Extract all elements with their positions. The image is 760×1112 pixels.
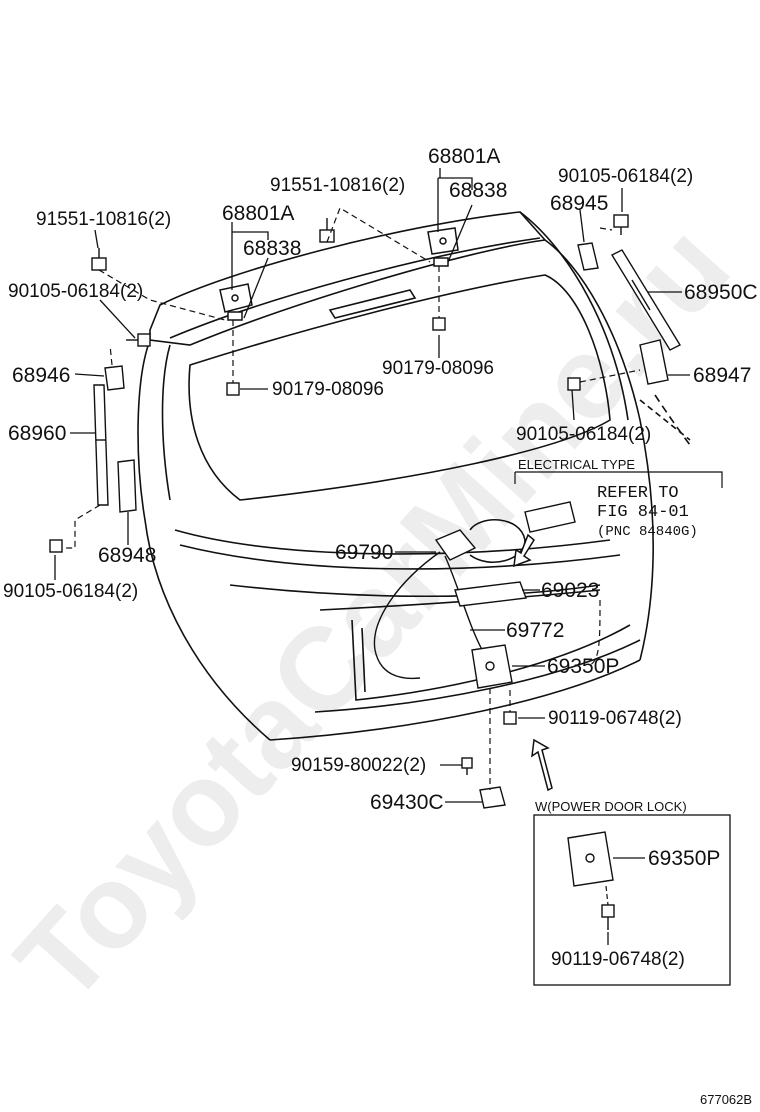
screw-90159: [461, 757, 473, 775]
hinge-left: [219, 283, 253, 321]
hinge-right: [427, 227, 459, 267]
label-68945: 68945: [550, 192, 608, 215]
electrical-switch-icon: [524, 501, 576, 533]
bolt-90105-top-right: [613, 214, 629, 235]
nut-90179-center: [432, 317, 446, 331]
label-69350p: 69350P: [547, 655, 619, 678]
label-69772: 69772: [506, 619, 564, 642]
bracket-68945: [577, 242, 599, 271]
label-68838-top: 68838: [449, 179, 507, 202]
label-68960: 68960: [8, 422, 66, 445]
label-90179-left: 90179-08096: [272, 379, 384, 400]
label-90105-bottom-left: 90105-06184(2): [3, 581, 138, 602]
arrow-up-icon: [531, 738, 553, 792]
power-door-lock-inset: W(POWER DOOR LOCK) 69350P 90119-06748(2): [533, 799, 731, 986]
label-91551-top: 91551-10816(2): [270, 175, 405, 196]
refer-line-2: FIG 84-01: [597, 503, 689, 522]
refer-line-3: (PNC 84840G): [597, 524, 698, 540]
label-90105-top-right: 90105-06184(2): [558, 166, 693, 187]
lock-69350p: [471, 644, 513, 689]
power-door-lock-title: W(POWER DOOR LOCK): [535, 799, 687, 814]
diagram-id: 677062B: [700, 1092, 752, 1107]
label-68947: 68947: [693, 364, 751, 387]
inset-label-90119: 90119-06748(2): [551, 949, 685, 970]
bolt-90105-right-mid: [567, 377, 581, 391]
label-68801a-left: 68801A: [222, 202, 294, 225]
bolt-90105-bottom-left: [49, 539, 63, 553]
refer-line-1: REFER TO: [597, 484, 679, 503]
electrical-type-callout: ELECTRICAL TYPE REFER TO FIG 84-01 (PNC …: [514, 457, 723, 540]
label-91551-left: 91551-10816(2): [36, 209, 171, 230]
label-69430c: 69430C: [370, 791, 444, 814]
label-68948: 68948: [98, 544, 156, 567]
label-69790: 69790: [335, 541, 393, 564]
inset-lock-69350p: [567, 831, 614, 887]
label-90159: 90159-80022(2): [291, 755, 426, 776]
nut-90179-left: [226, 382, 240, 396]
bracket-68947: [639, 339, 669, 385]
dashed-leaders: [62, 207, 641, 790]
inset-label-69350p: 69350P: [648, 847, 720, 870]
label-68950c: 68950C: [684, 281, 758, 304]
leader-lines: [54, 168, 690, 803]
bolt-90105-left: [126, 333, 151, 347]
inset-bolt-90119: [601, 904, 615, 930]
arrow-down-icon: [513, 533, 535, 568]
label-68801a-top: 68801A: [428, 145, 500, 168]
bolt-91551-left: [91, 248, 107, 271]
cable-69772: [373, 551, 486, 680]
strut-68950c: [611, 249, 681, 351]
opener-69790: [434, 529, 477, 561]
label-90105-right-mid: 90105-06184(2): [516, 424, 651, 445]
striker-69430c: [479, 786, 506, 809]
label-68838-left: 68838: [243, 237, 301, 260]
label-68946: 68946: [12, 364, 70, 387]
label-69023: 69023: [541, 579, 599, 602]
switch-69023: [454, 581, 527, 607]
label-90119: 90119-06748(2): [548, 708, 682, 729]
watermark: ToyotaCarMine.ru: [0, 200, 755, 1027]
electrical-type-title: ELECTRICAL TYPE: [518, 457, 635, 472]
bracket-68948: [117, 459, 137, 513]
bolt-90119: [503, 711, 517, 725]
strut-68960: [93, 384, 109, 506]
label-90105-left: 90105-06184(2): [8, 281, 143, 302]
bracket-68946: [104, 365, 125, 391]
label-90179-center: 90179-08096: [382, 358, 494, 379]
